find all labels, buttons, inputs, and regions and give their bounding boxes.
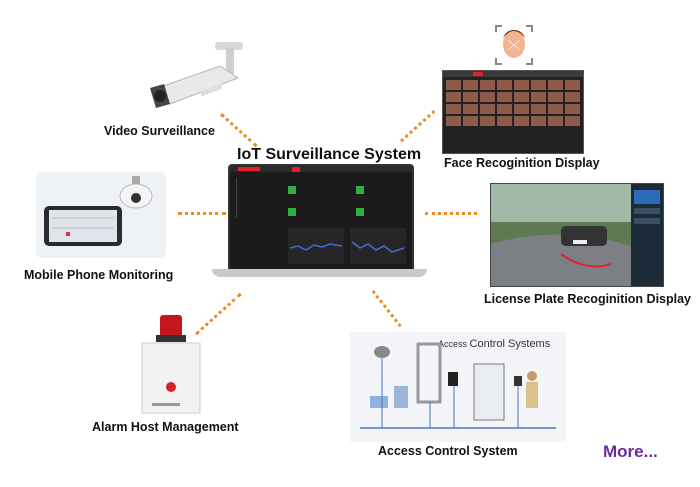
alarm-host-image bbox=[138, 315, 202, 415]
face-screen-alert bbox=[473, 72, 483, 76]
laptop-image bbox=[212, 162, 427, 280]
screen-tree-panel bbox=[236, 178, 277, 218]
label-video-surveillance: Video Surveillance bbox=[104, 124, 215, 138]
diagram-title: IoT Surveillance System bbox=[237, 146, 422, 163]
label-mobile-phone-monitoring: Mobile Phone Monitoring bbox=[24, 268, 174, 282]
connector-mobile bbox=[178, 212, 226, 215]
connector-video bbox=[219, 113, 258, 148]
label-license-plate-display: License Plate Recoginition Display bbox=[484, 292, 692, 306]
access-caption-prefix: Access bbox=[438, 339, 468, 349]
laptop-base bbox=[212, 269, 427, 277]
mobile-monitoring-image bbox=[36, 172, 166, 258]
screen-alert-icon bbox=[292, 167, 300, 172]
more-link[interactable]: More... bbox=[603, 442, 658, 461]
status-green-2 bbox=[356, 186, 364, 194]
face-recognition-screenshot bbox=[442, 70, 584, 154]
license-plate-screenshot bbox=[490, 183, 664, 287]
face-scan-icon bbox=[492, 22, 536, 68]
connector-plate bbox=[425, 212, 477, 215]
label-access-control-system: Access Control System bbox=[378, 444, 518, 458]
laptop-screen bbox=[228, 164, 414, 273]
status-green-1 bbox=[288, 186, 296, 194]
label-alarm-host-management: Alarm Host Management bbox=[92, 420, 239, 434]
label-face-recognition-display: Face Recoginition Display bbox=[444, 156, 600, 170]
status-green-4 bbox=[356, 208, 364, 216]
bullet-camera-image bbox=[140, 38, 260, 118]
access-control-image: Access Control Systems bbox=[350, 332, 566, 442]
connector-face bbox=[400, 109, 436, 143]
access-caption: Access Control Systems bbox=[438, 338, 550, 350]
connector-access bbox=[371, 290, 402, 328]
access-caption-suffix: Control Systems bbox=[469, 338, 551, 350]
screen-line-charts bbox=[288, 228, 406, 264]
screen-tab-active bbox=[238, 167, 260, 171]
status-green-3 bbox=[288, 208, 296, 216]
